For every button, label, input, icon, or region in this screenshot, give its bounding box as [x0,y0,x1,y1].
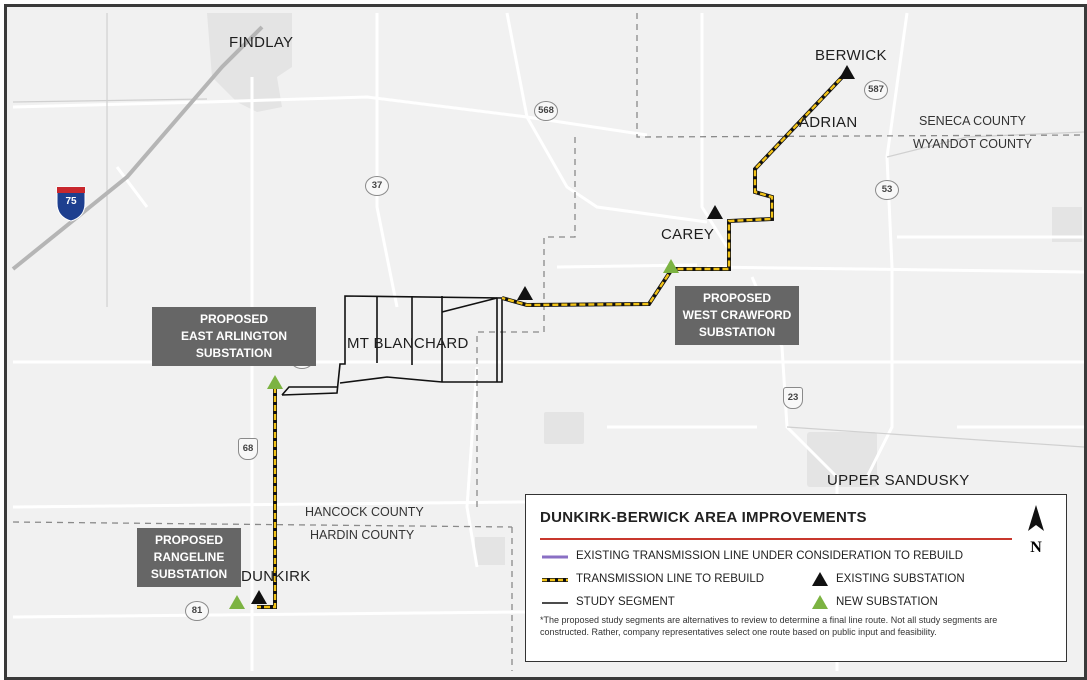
callout-east-arlington-line2: EAST ARLINGTON [180,329,287,343]
callout-rangeline-line2: RANGELINE [153,550,225,564]
legend-existing-line-label: EXISTING TRANSMISSION LINE UNDER CONSIDE… [576,550,964,562]
route-587-shield: 587 [864,80,888,100]
callout-west-crawford-line1: PROPOSED [702,291,771,305]
legend-new-substation-icon [812,595,828,609]
minor-roads [12,13,1084,448]
route-53-shield: 53 [875,180,899,200]
legend-rebuild-line-label: TRANSMISSION LINE TO REBUILD [576,573,765,585]
interstate-75 [11,25,264,271]
legend-new-substation-label: NEW SUBSTATION [836,596,938,608]
legend-divider [540,538,1012,540]
town-carey: CAREY [661,226,715,243]
north-label: N [1030,539,1042,556]
callout-east-arlington-line3: SUBSTATION [195,346,273,360]
existing-substations [251,65,855,604]
map-frame: 75 FINDLAY BERWICK ADRIAN CAREY MT BLANC… [4,4,1087,680]
i75-shield [56,186,86,222]
legend: DUNKIRK-BERWICK AREA IMPROVEMENTS N EXIS… [525,494,1067,662]
county-lines [12,13,1084,671]
urban-areas [207,13,1082,565]
callout-west-crawford-line2: WEST CRAWFORD [682,308,792,322]
legend-existing-substation-icon [812,572,828,586]
callout-east-arlington: PROPOSED EAST ARLINGTON SUBSTATION [152,307,316,366]
callout-rangeline-line1: PROPOSED [154,533,223,547]
berwick-substation [839,65,855,79]
new-substations [229,259,679,609]
callout-west-crawford-line3: SUBSTATION [698,325,776,339]
town-findlay: FINDLAY [229,34,294,51]
route-37-shield: 37 [365,176,389,196]
north-arrow-icon [1028,505,1044,531]
north-arrow: N [1024,505,1048,556]
legend-existing-substation-label: EXISTING SUBSTATION [836,573,965,585]
route-81-shield: 81 [185,601,209,621]
town-adrian: ADRIAN [799,114,858,131]
rangeline-substation [229,595,245,609]
callout-rangeline: PROPOSED RANGELINE SUBSTATION [137,528,241,587]
county-seneca: SENECA COUNTY [919,114,1026,128]
route-68-shield: 68 [238,438,258,460]
town-upper-sandusky: UPPER SANDUSKY [827,472,970,489]
west-crawford-substation [663,259,679,273]
legend-title: DUNKIRK-BERWICK AREA IMPROVEMENTS [540,509,867,526]
callout-west-crawford: PROPOSED WEST CRAWFORD SUBSTATION [675,286,799,345]
callout-east-arlington-line1: PROPOSED [199,312,268,326]
county-hancock: HANCOCK COUNTY [305,505,424,519]
study-segments [274,295,503,607]
existing-line [273,302,647,462]
rebuild-line [257,70,849,609]
legend-study-segment-label: STUDY SEGMENT [576,596,675,608]
county-hardin: HARDIN COUNTY [310,528,415,542]
town-mt-blanchard: MT BLANCHARD [347,335,469,352]
route-23-shield: 23 [783,387,803,409]
county-wyandot: WYANDOT COUNTY [913,137,1032,151]
town-berwick: BERWICK [815,47,887,64]
carey-substation [707,205,723,219]
legend-symbols [542,555,828,609]
i75-label: 75 [65,196,77,207]
east-arlington-substation [267,375,283,389]
route-568-shield: 568 [534,101,558,121]
town-dunkirk: DUNKIRK [241,568,311,585]
callout-rangeline-line3: SUBSTATION [150,567,228,581]
dunkirk-substation [251,590,267,604]
legend-footnote: *The proposed study segments are alterna… [540,615,998,637]
mt-blanchard-substation [517,286,533,300]
